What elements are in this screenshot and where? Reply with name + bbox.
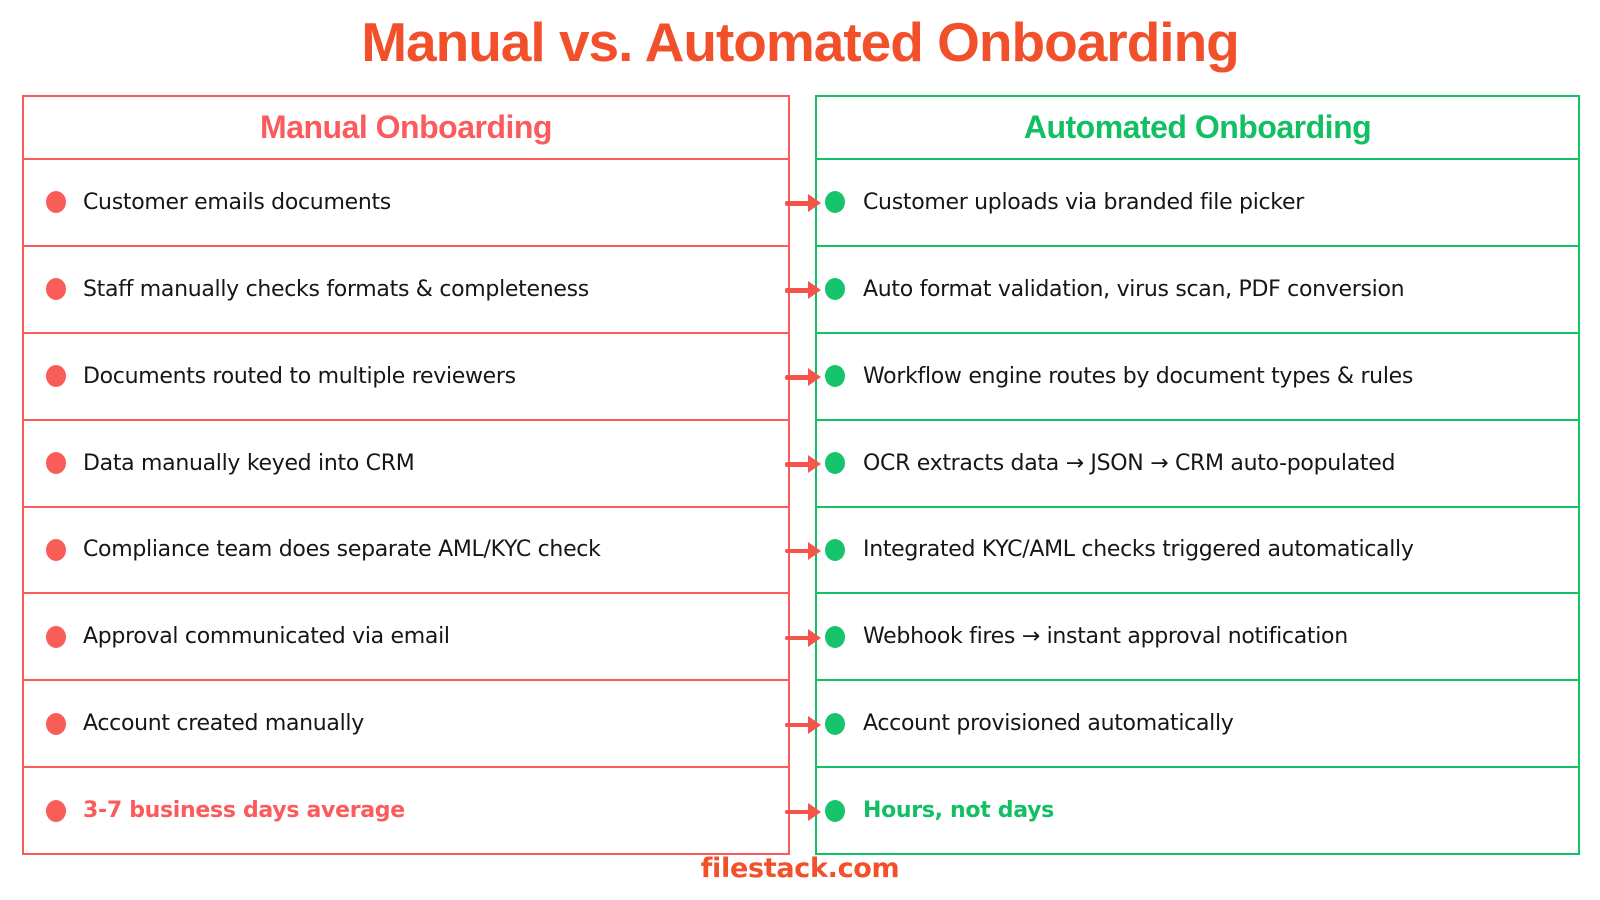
- table-row: Documents routed to multiple reviewers: [24, 334, 788, 421]
- row-text: Account provisioned automatically: [863, 711, 1234, 737]
- table-row-summary: Hours, not days: [817, 768, 1578, 853]
- red-dot-icon: [46, 799, 66, 822]
- manual-onboarding-table: Manual Onboarding Customer emails docume…: [22, 95, 790, 855]
- row-text: Customer uploads via branded file picker: [863, 189, 1304, 215]
- arrow-right-icon: [784, 715, 821, 734]
- comparison-board: Manual Onboarding Customer emails docume…: [22, 95, 1580, 855]
- green-dot-icon: [825, 799, 845, 822]
- table-row-summary: 3-7 business days average: [24, 768, 788, 853]
- table-row: Webhook fires → instant approval notific…: [817, 594, 1578, 682]
- arrow-right-icon: [784, 281, 821, 300]
- row-text: Workflow engine routes by document types…: [863, 363, 1414, 389]
- arrow-right-icon: [784, 455, 821, 474]
- row-text: Hours, not days: [863, 798, 1054, 824]
- table-row: Approval communicated via email: [24, 594, 788, 682]
- arrow-right-icon: [784, 802, 821, 821]
- table-row: Compliance team does separate AML/KYC ch…: [24, 508, 788, 595]
- footer-brand-url: filestack.com: [700, 853, 900, 884]
- row-text: Documents routed to multiple reviewers: [83, 363, 516, 389]
- green-dot-icon: [825, 191, 845, 214]
- manual-table-header: Manual Onboarding: [24, 97, 788, 160]
- green-dot-icon: [825, 365, 845, 388]
- arrow-right-icon: [784, 628, 821, 647]
- automated-table-header: Automated Onboarding: [817, 97, 1578, 160]
- arrow-right-icon: [784, 194, 821, 213]
- automated-onboarding-table: Automated Onboarding Customer uploads vi…: [815, 95, 1580, 855]
- green-dot-icon: [825, 278, 845, 301]
- green-dot-icon: [825, 452, 845, 475]
- table-row: Auto format validation, virus scan, PDF …: [817, 247, 1578, 334]
- row-text: Webhook fires → instant approval notific…: [863, 624, 1348, 650]
- red-dot-icon: [46, 712, 66, 735]
- table-row: Staff manually checks formats & complete…: [24, 247, 788, 334]
- arrow-right-icon: [784, 368, 821, 387]
- row-text: Staff manually checks formats & complete…: [83, 276, 589, 302]
- row-text: OCR extracts data → JSON → CRM auto-popu…: [863, 450, 1396, 476]
- arrows-header-spacer: [790, 95, 815, 160]
- row-text: Data manually keyed into CRM: [83, 450, 415, 476]
- red-dot-icon: [46, 538, 66, 561]
- table-row: Account created manually: [24, 681, 788, 769]
- row-text: Integrated KYC/AML checks triggered auto…: [863, 537, 1414, 563]
- row-text: Customer emails documents: [83, 189, 391, 215]
- red-dot-icon: [46, 191, 66, 214]
- red-dot-icon: [46, 625, 66, 648]
- green-dot-icon: [825, 538, 845, 561]
- row-text: Compliance team does separate AML/KYC ch…: [83, 537, 601, 563]
- row-text: 3-7 business days average: [83, 798, 405, 824]
- red-dot-icon: [46, 365, 66, 388]
- connector-arrows-column: [784, 95, 821, 855]
- row-text: Approval communicated via email: [83, 624, 450, 650]
- page-title: Manual vs. Automated Onboarding: [361, 11, 1240, 73]
- table-row: Customer emails documents: [24, 160, 788, 247]
- row-text: Auto format validation, virus scan, PDF …: [863, 276, 1405, 302]
- green-dot-icon: [825, 625, 845, 648]
- table-row: Data manually keyed into CRM: [24, 421, 788, 508]
- automated-table-rows: Customer uploads via branded file picker…: [817, 160, 1578, 853]
- row-text: Account created manually: [83, 711, 364, 737]
- table-row: Account provisioned automatically: [817, 681, 1578, 769]
- table-row: Customer uploads via branded file picker: [817, 160, 1578, 247]
- table-row: Workflow engine routes by document types…: [817, 334, 1578, 421]
- green-dot-icon: [825, 712, 845, 735]
- red-dot-icon: [46, 278, 66, 301]
- arrow-right-icon: [784, 541, 821, 560]
- table-row: OCR extracts data → JSON → CRM auto-popu…: [817, 421, 1578, 508]
- manual-table-rows: Customer emails documents Staff manually…: [24, 160, 788, 853]
- table-row: Integrated KYC/AML checks triggered auto…: [817, 508, 1578, 595]
- red-dot-icon: [46, 452, 66, 475]
